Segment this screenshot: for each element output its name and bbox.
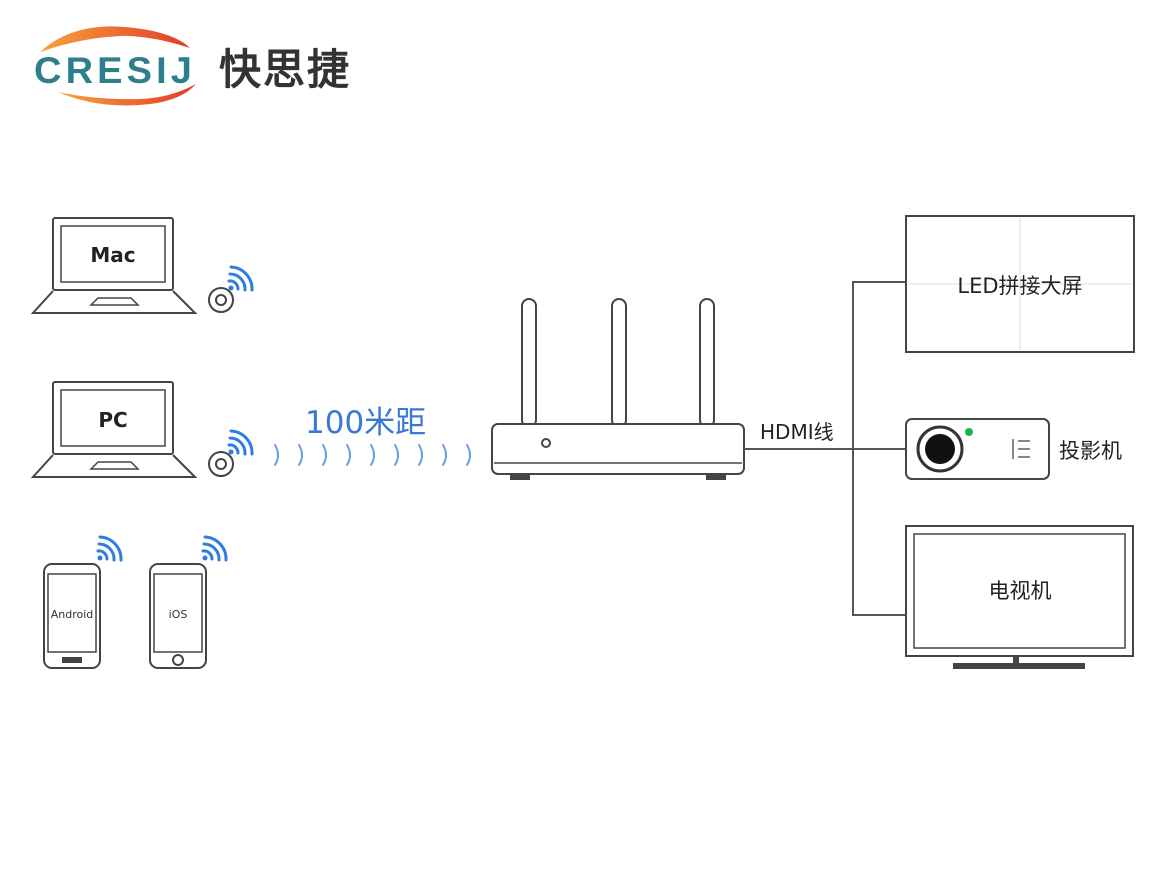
led-wall (905, 215, 1135, 353)
tv-neck (1013, 656, 1019, 664)
projector-vent-icon (1012, 439, 1030, 459)
ios-wifi-icon (201, 535, 228, 562)
android-wifi-icon (96, 535, 123, 562)
pc-wifi-icon (227, 429, 254, 456)
mac-dongle-icon (208, 287, 234, 313)
brand-name: 快思捷 (219, 45, 351, 94)
pc-dongle-icon (208, 451, 234, 477)
mac-base (30, 290, 198, 314)
hdmi-label: HDMI线 (760, 420, 834, 444)
tv-stand (953, 663, 1085, 669)
tv-icon (905, 525, 1134, 669)
router-antenna-middle (611, 298, 627, 428)
mac-laptop (30, 217, 198, 314)
projector-label: 投影机 (1059, 439, 1122, 463)
pc-laptop (30, 381, 198, 478)
ios-phone (149, 563, 207, 669)
router-foot-left (510, 474, 530, 480)
logo-swoosh-bottom (58, 84, 196, 106)
range-label: 100米距 (305, 405, 426, 441)
ios-label: iOS (169, 608, 188, 621)
router-antenna-right (699, 298, 715, 428)
brand-logo: CRESIJ 快思捷 (34, 26, 351, 106)
android-home-bar (62, 657, 82, 663)
mac-label: Mac (90, 243, 135, 267)
ios-home-button (172, 654, 184, 666)
projector-icon (905, 418, 1050, 480)
router-antenna-left (521, 298, 537, 428)
logo-swoosh-top (40, 26, 190, 52)
pc-label: PC (98, 408, 127, 432)
signal-waves (274, 444, 471, 466)
led-wall-label: LED拼接大屏 (957, 274, 1082, 298)
android-label: Android (51, 608, 94, 621)
android-phone (43, 563, 101, 669)
pc-base (30, 454, 198, 478)
router-foot-right (706, 474, 726, 480)
tv-label: 电视机 (989, 579, 1052, 603)
router-body (491, 423, 745, 475)
mac-wifi-icon (227, 265, 254, 292)
hdmi-cabling (744, 281, 906, 616)
router-icon (491, 298, 745, 480)
router-led (541, 438, 551, 448)
logo-text: CRESIJ (34, 50, 196, 91)
projector-indicator (965, 428, 973, 436)
